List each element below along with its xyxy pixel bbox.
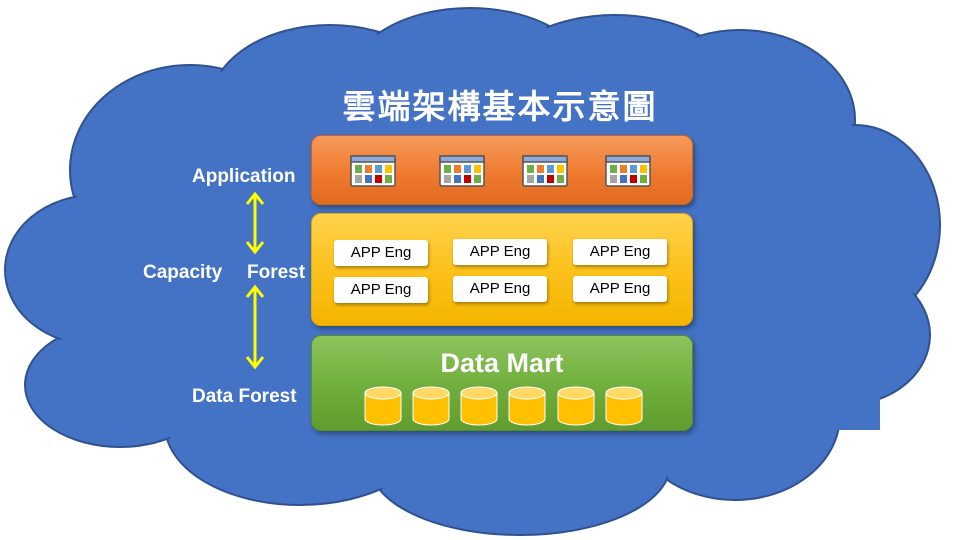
data-forest-label: Data Forest: [192, 386, 297, 407]
app-engine-box: APP Eng: [573, 276, 667, 302]
double-arrow-icon: [245, 191, 265, 255]
application-layer: [311, 135, 693, 205]
database-cylinder-icon: [364, 386, 402, 426]
app-engine-box: APP Eng: [453, 239, 547, 265]
capacity-label: Capacity: [143, 262, 223, 283]
app-engine-box: APP Eng: [453, 276, 547, 302]
app-window-icon: [605, 155, 651, 187]
app-window-icon: [439, 155, 485, 187]
database-cylinder-icon: [557, 386, 595, 426]
application-label: Application: [192, 166, 296, 187]
database-cylinder-icon: [412, 386, 450, 426]
data-mart-title: Data Mart: [440, 348, 564, 378]
database-cylinder-icon: [508, 386, 546, 426]
app-engine-box: APP Eng: [334, 277, 428, 303]
forest-label: Forest: [247, 262, 306, 283]
app-engine-box: APP Eng: [573, 239, 667, 265]
double-arrow-icon: [245, 284, 265, 370]
app-engine-box: APP Eng: [334, 240, 428, 266]
database-cylinder-icon: [460, 386, 498, 426]
data-mart-layer: Data Mart: [311, 335, 693, 431]
database-cylinder-icon: [605, 386, 643, 426]
app-window-icon: [522, 155, 568, 187]
diagram-title: 雲端架構基本示意圖: [342, 87, 658, 126]
engine-layer: APP Eng APP Eng APP Eng APP Eng APP Eng …: [311, 213, 693, 326]
app-window-icon: [350, 155, 396, 187]
